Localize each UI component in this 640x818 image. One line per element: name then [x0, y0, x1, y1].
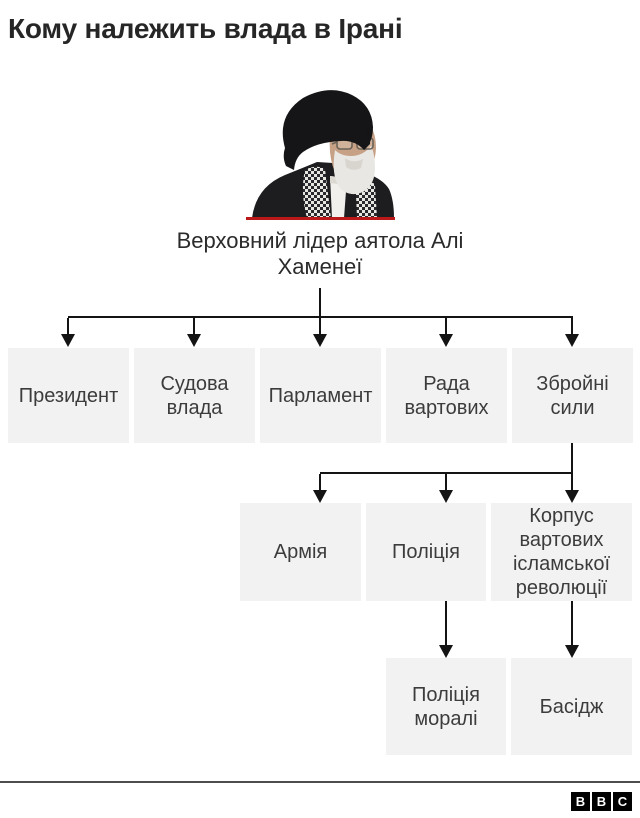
connector-shaft-parliament — [319, 318, 321, 335]
connector-horizontal-level2 — [320, 472, 573, 474]
leader-portrait-image — [245, 84, 395, 218]
arrow-down-icon — [565, 645, 579, 658]
arrow-down-icon — [187, 334, 201, 347]
org-box-label: Поліція — [392, 541, 460, 563]
khamenei-portrait-icon — [252, 90, 394, 218]
org-box-judiciary: Судова влада — [134, 348, 255, 443]
org-box-armed-forces: Збройні сили — [512, 348, 633, 443]
org-box-label: Поліція моралі — [412, 683, 480, 730]
org-box-morality-police: Поліція моралі — [386, 658, 506, 755]
leader-caption: Верховний лідер аятола Алі Хаменеї — [176, 228, 464, 279]
connector-shaft-irgc — [571, 474, 573, 491]
org-box-label: Корпус вартових ісламської революції — [512, 505, 611, 599]
connector-shaft-armed-forces — [571, 318, 573, 335]
org-box-president: Президент — [8, 348, 129, 443]
bbc-logo-block: C — [613, 792, 632, 811]
org-box-guardian-council: Рада вартових — [386, 348, 507, 443]
org-box-army: Армія — [240, 503, 361, 601]
org-box-label: Збройні сили — [536, 372, 609, 419]
org-box-label: Басідж — [539, 695, 604, 718]
connector-shaft-police — [445, 474, 447, 491]
org-box-irgc: Корпус вартових ісламської революції — [491, 503, 632, 601]
connector-shaft-guardian-council — [445, 318, 447, 335]
connector-shaft-basij — [571, 601, 573, 646]
org-box-basij: Басідж — [511, 658, 632, 755]
org-box-label: Судова влада — [160, 372, 229, 419]
arrow-down-icon — [565, 334, 579, 347]
org-box-parliament: Парламент — [260, 348, 381, 443]
portrait-red-underline — [246, 217, 395, 220]
org-box-label: Рада вартових — [404, 372, 489, 419]
connector-stem-armed-forces — [571, 443, 573, 474]
bbc-logo-block: B — [571, 792, 590, 811]
arrow-down-icon — [313, 490, 327, 503]
arrow-down-icon — [61, 334, 75, 347]
arrow-down-icon — [565, 490, 579, 503]
arrow-down-icon — [313, 334, 327, 347]
bbc-logo-block: B — [592, 792, 611, 811]
arrow-down-icon — [439, 490, 453, 503]
connector-horizontal-level1 — [68, 316, 573, 318]
connector-shaft-judiciary — [193, 318, 195, 335]
connector-stem-leader — [319, 288, 321, 317]
org-box-label: Армія — [273, 541, 328, 563]
org-box-label: Парламент — [268, 384, 373, 407]
org-box-police: Поліція — [366, 503, 486, 601]
arrow-down-icon — [439, 645, 453, 658]
footer-divider — [0, 781, 640, 783]
org-box-label: Президент — [18, 384, 119, 407]
connector-shaft-president — [67, 318, 69, 335]
connector-shaft-army — [319, 474, 321, 491]
arrow-down-icon — [439, 334, 453, 347]
page-title: Кому належить влада в Ірані — [8, 13, 403, 44]
connector-shaft-morality-police — [445, 601, 447, 646]
